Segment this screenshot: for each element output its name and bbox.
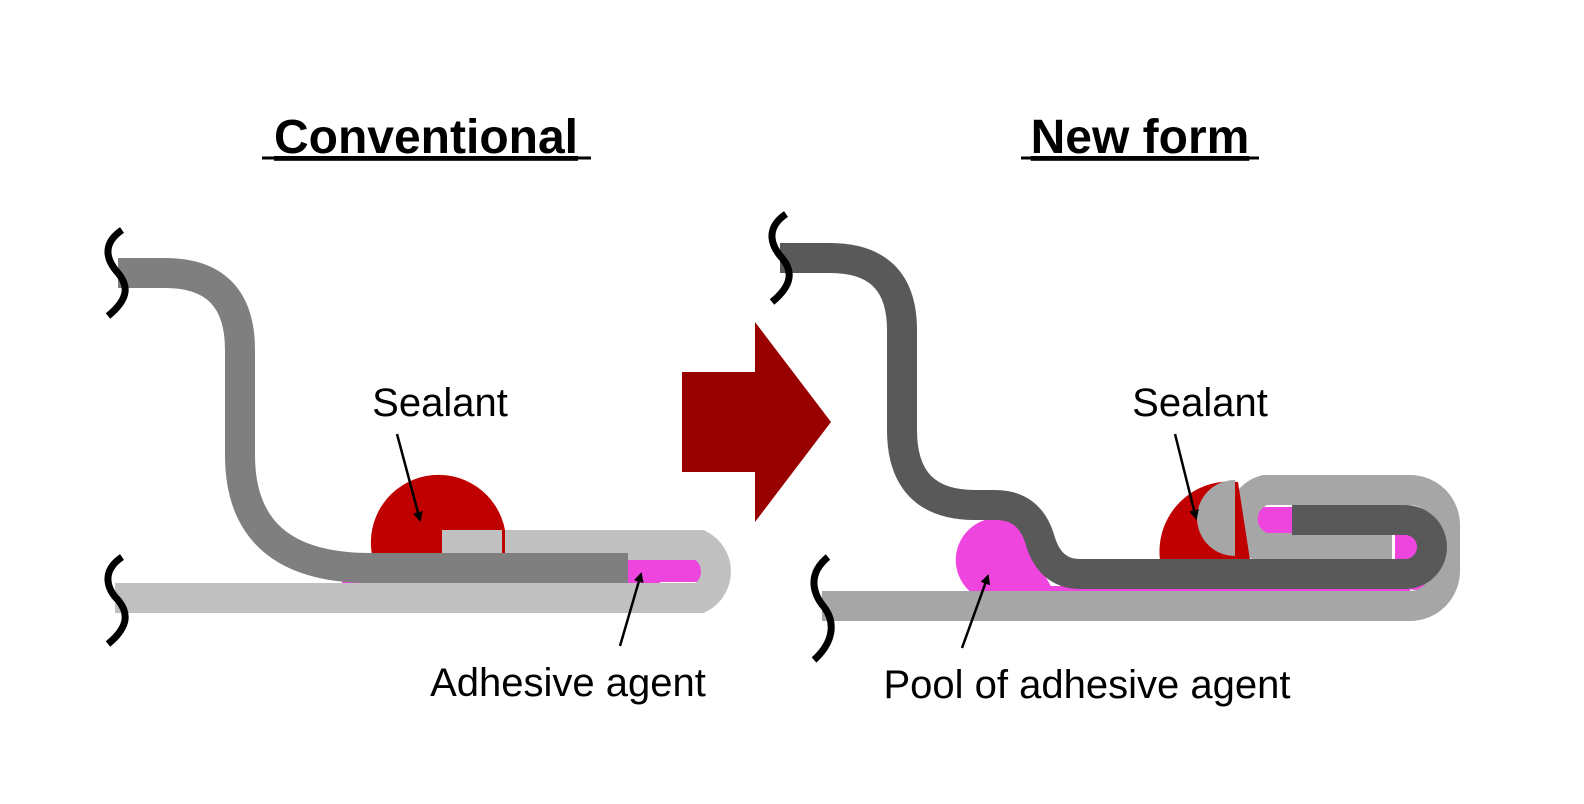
pool-adhesive-label: Pool of adhesive agent [884,663,1291,707]
adhesive-pointer [618,572,644,647]
conventional-panel: Conventional Sealant Adhesive agent [104,111,731,705]
outer-panel [115,530,731,613]
inner-panel [780,243,1447,589]
break-mark-icon [104,227,129,319]
new-form-panel: New form Sealant Pool of adhesive agent [768,111,1460,707]
adhesive-strip [1010,586,1410,595]
break-mark-icon [768,211,793,305]
outer-panel-curl [1197,480,1235,556]
adhesive-label: Adhesive agent [430,661,706,705]
sealant-pointer [1173,433,1199,520]
sealant-label: Sealant [1132,381,1268,425]
inner-panel [118,258,628,583]
adhesive-inner-fill [1255,507,1295,533]
break-mark-icon [810,554,835,663]
sealant-pointer [395,433,423,522]
new-form-title: New form [1031,111,1250,164]
right-arrow-icon [682,322,831,522]
adhesive-pointer [960,574,990,649]
conventional-title: Conventional [274,111,578,164]
sealant-label: Sealant [372,381,508,425]
adhesive-hem-fill [628,560,708,582]
break-mark-icon [104,554,129,647]
